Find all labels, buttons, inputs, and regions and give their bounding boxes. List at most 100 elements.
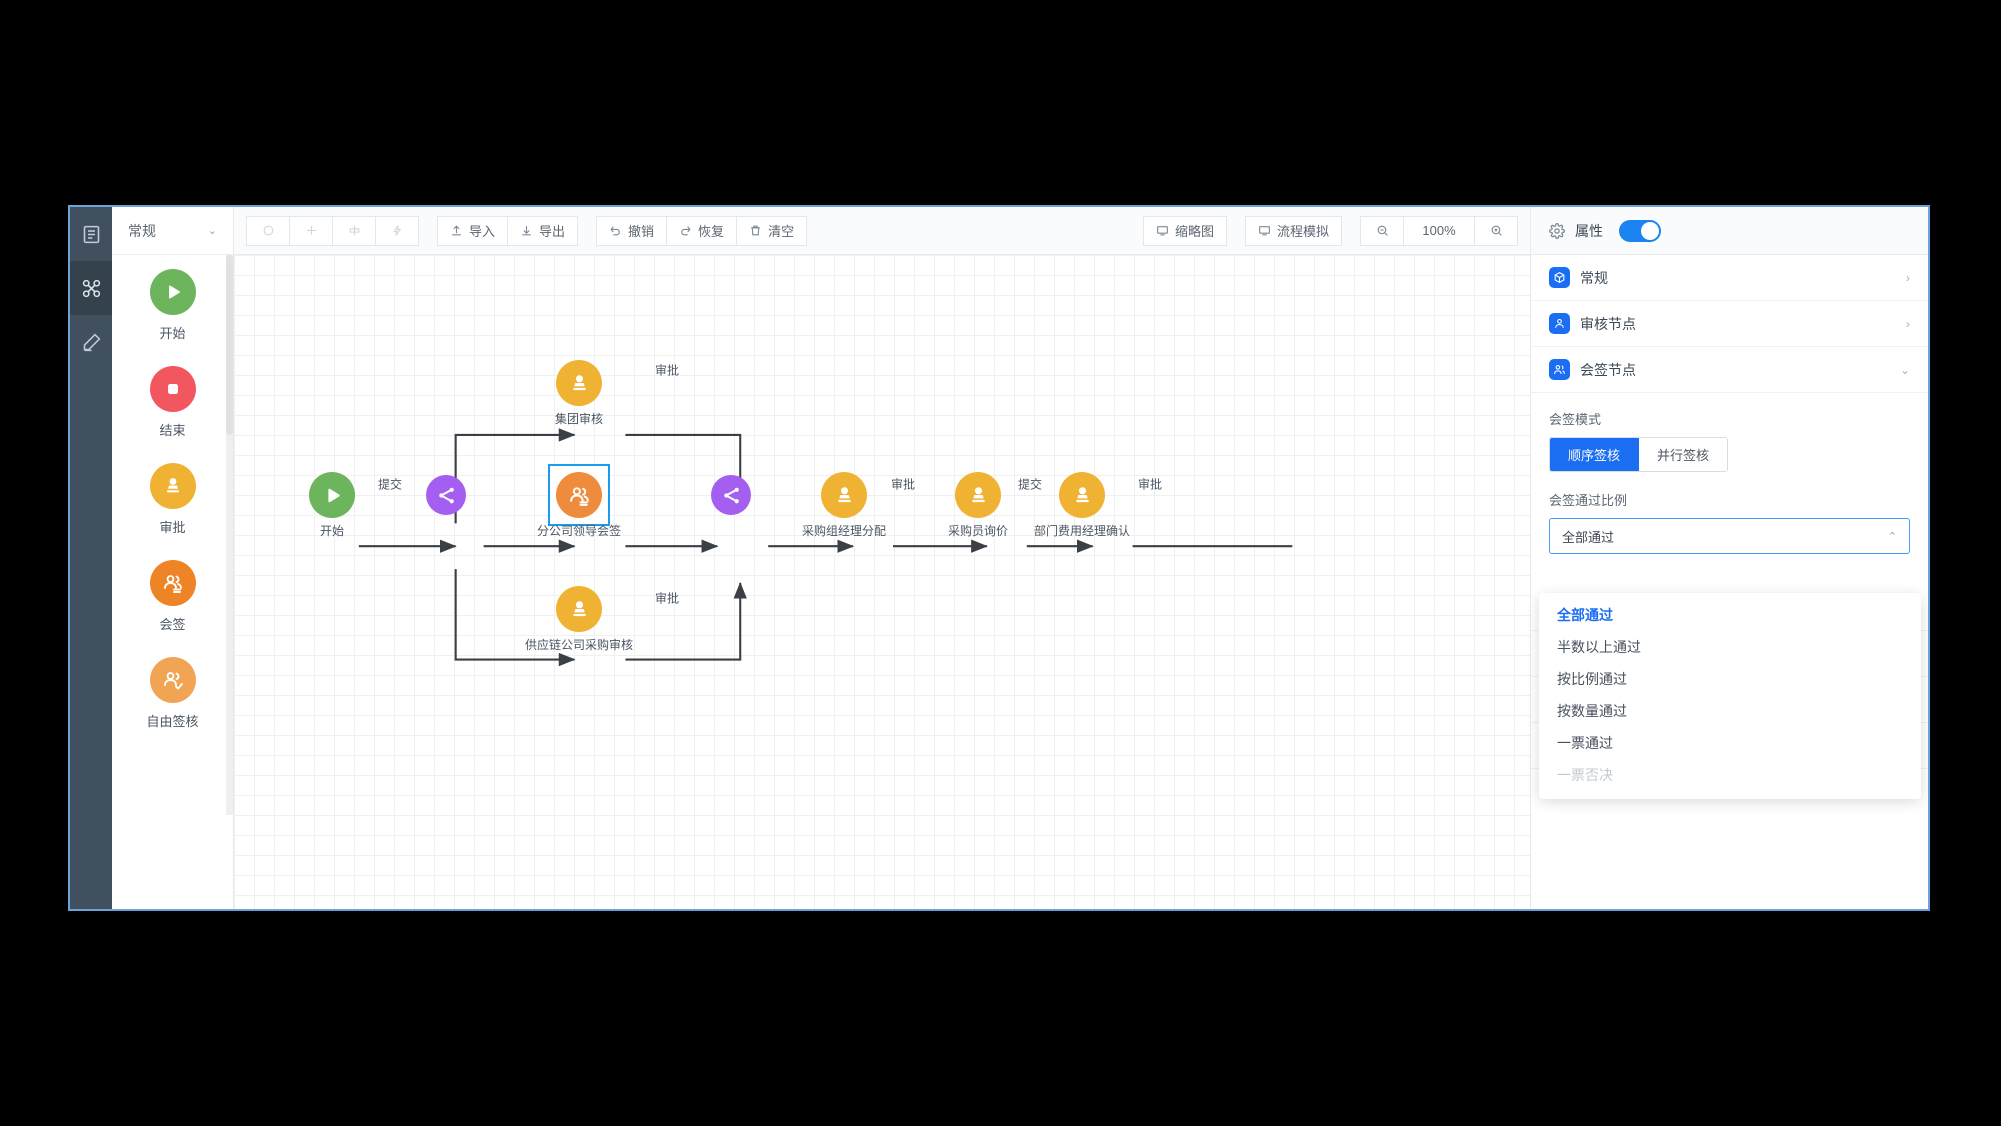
undo-button[interactable]: 撤销 [596,215,668,246]
chevron-right-icon: › [1906,270,1910,285]
palette-item-label: 会签 [159,617,186,632]
clear-button[interactable]: 清空 [736,215,808,246]
properties-panel: 属性 常规 › 审核节点 › 会签节点 ⌄ 会签模式 [1530,207,1928,909]
ratio-select[interactable]: 全部通过 ⌃ [1549,518,1910,554]
properties-toggle[interactable] [1619,219,1661,242]
gateway-icon [711,475,751,515]
palette-item-自由签核[interactable]: 自由签核 [112,657,233,730]
flow-node-gw1[interactable] [426,475,466,515]
flow-edges [358,428,1293,667]
stamp-icon [556,360,602,406]
zoom-in-button[interactable] [1474,215,1518,246]
simulate-button[interactable]: 流程模拟 [1244,215,1342,246]
toolbar-align-button[interactable] [332,215,376,246]
thumbnail-label: 缩略图 [1174,224,1214,239]
palette-item-审批[interactable]: 审批 [112,463,233,536]
flow-node-procure[interactable]: 采购组经理分配 [802,472,886,538]
undo-label: 撤销 [628,224,655,239]
group-icon [149,560,196,606]
stamp-icon [1059,472,1105,518]
palette-scrollbar[interactable] [226,255,233,815]
node-palette: 常规 ⌄ 开始结束审批会签自由签核 [112,207,234,909]
flow-node-label: 采购组经理分配 [801,524,887,538]
zoom-level-value[interactable]: 100% [1403,215,1475,246]
export-label: 导出 [539,224,566,239]
clear-label: 清空 [768,224,795,239]
free-sign-icon [149,657,196,703]
palette-item-会签[interactable]: 会签 [112,560,233,633]
zoom-out-button[interactable] [1360,215,1404,246]
export-button[interactable]: 导出 [507,215,579,246]
import-label: 导入 [469,224,496,239]
chevron-down-icon: ⌄ [1899,362,1910,377]
palette-group-label: 常规 [128,222,156,239]
left-icon-rail [70,207,112,909]
toolbar-history-group: 撤销 恢复 清空 [596,215,808,246]
prop-section-general-label: 常规 [1580,269,1608,286]
thumbnail-button[interactable]: 缩略图 [1142,215,1227,246]
toolbar-add-node-button[interactable] [289,215,333,246]
palette-scrollbar-thumb[interactable] [226,255,233,435]
stop-icon [149,366,196,412]
palette-item-label: 自由签核 [146,714,199,729]
flow-canvas[interactable]: 开始 集团审核分公司领导会签供应链公司采购审核 采购组经理分配 采购员询价部门费用经理… [234,255,1530,909]
chevron-down-icon: ⌄ [207,225,217,237]
ratio-option[interactable]: 按数量通过 [1557,703,1627,719]
flow-node-buyer[interactable]: 采购员询价 [948,472,1008,538]
ratio-option[interactable]: 一票通过 [1557,735,1613,751]
rail-item-pen[interactable] [70,315,112,369]
flow-node-label: 分公司领导会签 [536,524,622,538]
gateway-icon [426,475,466,515]
flow-node-label: 开始 [319,524,345,538]
prop-section-countersign-node[interactable]: 会签节点 ⌄ [1531,347,1928,393]
play-icon [309,472,355,518]
cube-icon [1549,267,1570,288]
countersign-settings: 会签模式 顺序签核 并行签核 会签通过比例 全部通过 ⌃ [1531,393,1928,554]
prop-section-general[interactable]: 常规 › [1531,255,1928,301]
palette-item-结束[interactable]: 结束 [112,366,233,439]
toolbar-connect-button[interactable] [375,215,419,246]
properties-title: 属性 [1575,222,1603,239]
rail-item-nodes[interactable] [70,261,112,315]
designer-toolbar: 导入 导出 撤销 恢复 清空 [234,207,1530,255]
ratio-option[interactable]: 全部通过 [1557,607,1613,623]
redo-button[interactable]: 恢复 [666,215,738,246]
ratio-dropdown[interactable]: 全部通过半数以上通过按比例通过按数量通过一票通过一票否决 [1539,593,1921,799]
mode-parallel-button[interactable]: 并行签核 [1639,438,1728,471]
flow-node-group[interactable]: 集团审核 [555,360,603,426]
stamp-icon [955,472,1001,518]
user-icon [1549,313,1570,334]
toolbar-undo-shape-button[interactable] [246,215,290,246]
simulate-label: 流程模拟 [1276,224,1329,239]
rail-item-document[interactable] [70,207,112,261]
palette-item-开始[interactable]: 开始 [112,269,233,342]
toolbar-thumbnail-group: 缩略图 [1142,215,1227,246]
prop-section-review-node[interactable]: 审核节点 › [1531,301,1928,347]
flow-node-label: 集团审核 [554,412,604,426]
flow-node-supply[interactable]: 供应链公司采购审核 [525,586,633,652]
palette-item-label: 结束 [159,423,186,438]
flow-node-deptmgr[interactable]: 部门费用经理确认 [1034,472,1130,538]
countersign-mode-label: 会签模式 [1549,412,1602,427]
ratio-label: 会签通过比例 [1549,493,1628,508]
users-icon [1549,359,1570,380]
workflow-designer-window: 常规 ⌄ 开始结束审批会签自由签核 [68,205,1930,911]
flow-node-gw2[interactable] [711,475,751,515]
mode-sequential-button[interactable]: 顺序签核 [1550,438,1640,471]
chevron-right-icon: › [1906,316,1910,331]
ratio-option[interactable]: 半数以上通过 [1557,639,1641,655]
flow-node-label: 部门费用经理确认 [1033,524,1131,538]
gear-icon [1549,222,1565,239]
toolbar-simulate-group: 流程模拟 [1244,215,1342,246]
designer-center: 导入 导出 撤销 恢复 清空 [234,207,1530,909]
import-button[interactable]: 导入 [437,215,509,246]
ratio-option: 一票否决 [1557,767,1613,783]
flow-node-branch[interactable]: 分公司领导会签 [537,464,621,538]
ratio-option[interactable]: 按比例通过 [1557,671,1627,687]
prop-section-countersign-node-label: 会签节点 [1580,361,1636,378]
flow-node-start[interactable]: 开始 [309,472,355,538]
properties-header: 属性 [1531,207,1928,255]
play-icon [149,269,196,315]
palette-group-header[interactable]: 常规 ⌄ [112,207,233,255]
ratio-option-list: 全部通过半数以上通过按比例通过按数量通过一票通过一票否决 [1539,599,1921,791]
